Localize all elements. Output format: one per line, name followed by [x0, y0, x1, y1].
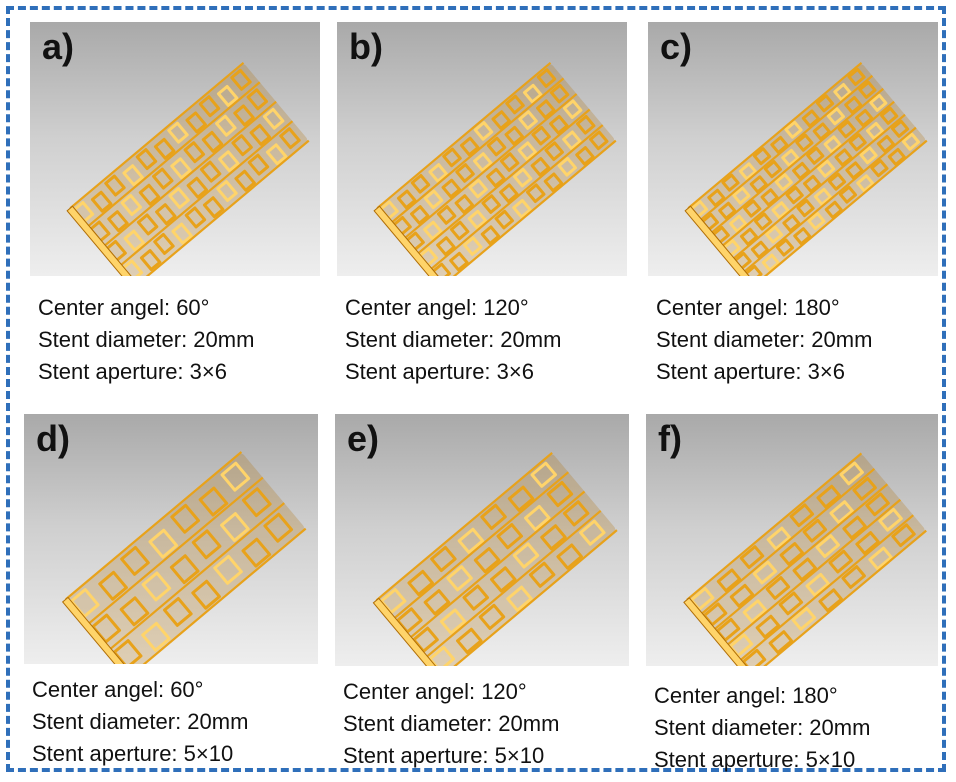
- center-angle-text: Center angel: 120°: [345, 295, 529, 320]
- caption-a: Center angel: 60° Stent diameter: 20mm S…: [38, 292, 254, 388]
- stent-model-a: [66, 61, 310, 276]
- stent-diameter-text: Stent diameter: 20mm: [38, 327, 255, 352]
- stent-aperture-text: Stent aperture: 3×6: [345, 359, 534, 384]
- panel-label-d: d): [36, 418, 70, 459]
- caption-c: Center angel: 180° Stent diameter: 20mm …: [656, 292, 872, 388]
- caption-b: Center angel: 120° Stent diameter: 20mm …: [345, 292, 561, 388]
- panel-label-a: a): [42, 26, 75, 67]
- panel-label-b: b): [349, 26, 383, 67]
- panel-label-f: f): [658, 418, 682, 459]
- stent-image-e: [335, 414, 629, 666]
- center-angle-text: Center angel: 60°: [38, 295, 210, 320]
- stent-model-b: [373, 61, 617, 276]
- center-angle-text: Center angel: 120°: [343, 679, 527, 704]
- stent-diameter-text: Stent diameter: 20mm: [656, 327, 873, 352]
- stent-model-f: [683, 452, 927, 666]
- stent-aperture-text: Stent aperture: 3×6: [656, 359, 845, 384]
- caption-f: Center angel: 180° Stent diameter: 20mm …: [654, 680, 870, 776]
- stent-diameter-text: Stent diameter: 20mm: [343, 711, 560, 736]
- panel-label-c: c): [660, 26, 693, 67]
- stent-aperture-text: Stent aperture: 5×10: [343, 743, 545, 768]
- stent-model-d: [61, 451, 307, 664]
- center-angle-text: Center angel: 180°: [654, 683, 838, 708]
- center-angle-text: Center angel: 180°: [656, 295, 840, 320]
- stent-image-a: [30, 22, 320, 276]
- stent-image-f: [646, 414, 938, 666]
- stent-image-c: [648, 22, 938, 276]
- center-angle-text: Center angel: 60°: [32, 677, 204, 702]
- stent-diameter-text: Stent diameter: 20mm: [32, 709, 249, 734]
- stent-aperture-text: Stent aperture: 5×10: [654, 747, 856, 772]
- stent-diameter-text: Stent diameter: 20mm: [345, 327, 562, 352]
- stent-diameter-text: Stent diameter: 20mm: [654, 715, 871, 740]
- stent-aperture-text: Stent aperture: 3×6: [38, 359, 227, 384]
- stent-model-e: [372, 452, 618, 666]
- stent-model-c: [684, 61, 928, 276]
- figure-frame: [6, 6, 946, 772]
- caption-e: Center angel: 120° Stent diameter: 20mm …: [343, 676, 559, 772]
- caption-d: Center angel: 60° Stent diameter: 20mm S…: [32, 674, 248, 770]
- stent-image-b: [337, 22, 627, 276]
- panel-label-e: e): [347, 418, 380, 459]
- stent-aperture-text: Stent aperture: 5×10: [32, 741, 234, 766]
- stent-image-d: [24, 414, 318, 664]
